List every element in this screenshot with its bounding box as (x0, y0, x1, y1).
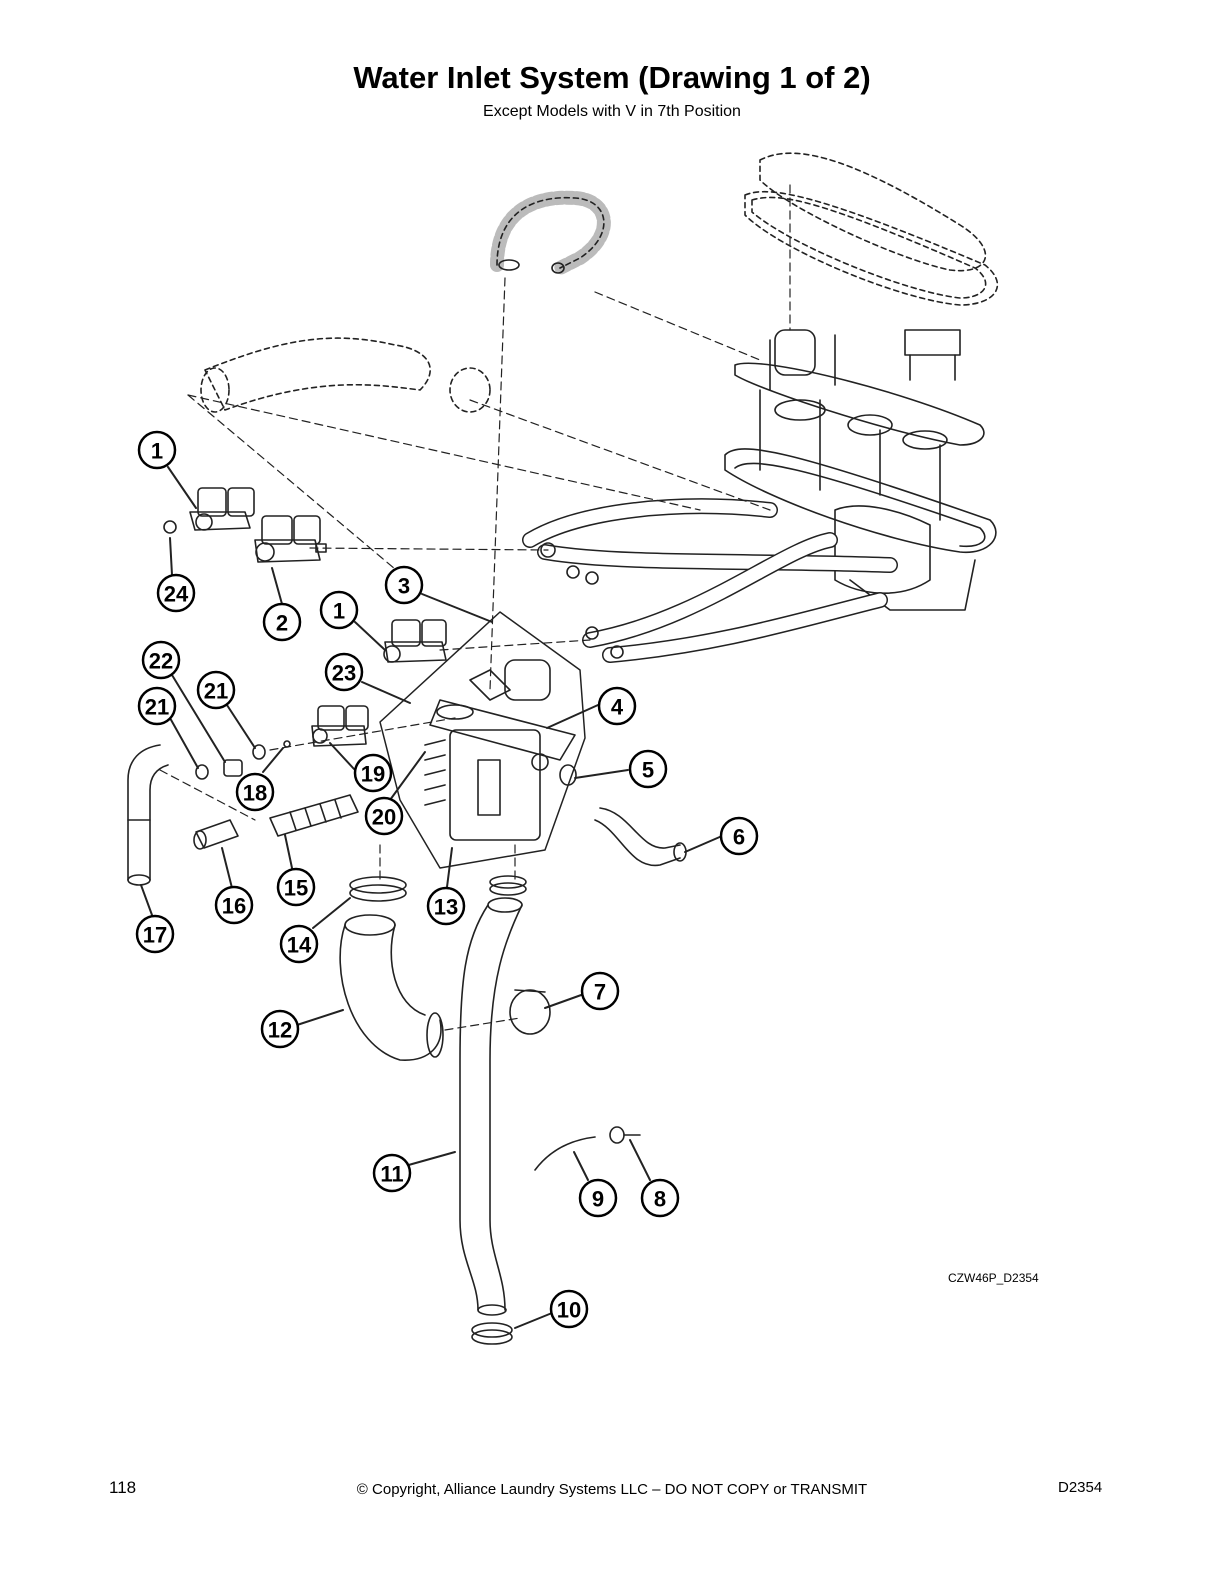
callout-number: 1 (333, 599, 345, 624)
callout-marker: 1 (137, 430, 177, 470)
drawing-code: CZW46P_D2354 (948, 1271, 1039, 1285)
page-subtitle: Except Models with V in 7th Position (483, 103, 741, 120)
callout-marker: 24 (156, 573, 196, 613)
callout-number: 19 (361, 762, 385, 787)
fitting-16-part (193, 819, 239, 850)
callout-marker: 11 (372, 1153, 412, 1193)
callout-marker: 8 (640, 1178, 680, 1218)
callout-marker: 10 (549, 1289, 589, 1329)
callout-marker: 20 (364, 796, 404, 836)
callout-number: 14 (287, 933, 312, 958)
callout-marker: 21 (137, 686, 177, 726)
mixing-box-assembly-part (379, 611, 586, 869)
callout-marker: 16 (214, 885, 254, 925)
callout-marker: 9 (578, 1178, 618, 1218)
dispenser-body-part (724, 329, 997, 611)
callout-marker: 19 (353, 753, 393, 793)
fittings-row-part (195, 740, 291, 780)
callout-number: 1 (151, 439, 163, 464)
page-title: Water Inlet System (Drawing 1 of 2) (353, 60, 871, 95)
tube-9-part (534, 1136, 596, 1171)
callout-marker: 12 (260, 1009, 300, 1049)
callout-marker: 15 (276, 867, 316, 907)
dispenser-hose-bundle-part (522, 498, 898, 663)
callout-marker: 2 (262, 602, 302, 642)
document-code: D2354 (1058, 1479, 1103, 1496)
upper-vent-hose-part (490, 190, 611, 275)
callout-number: 13 (434, 895, 458, 920)
clamp-7-part (509, 989, 551, 1035)
callout-number: 7 (594, 980, 606, 1005)
hose-11-part (459, 897, 523, 1316)
copyright-notice: © Copyright, Alliance Laundry Systems LL… (356, 1481, 868, 1498)
callout-marker: 13 (426, 886, 466, 926)
callout-number: 15 (284, 876, 308, 901)
callout-marker: 21 (196, 670, 236, 710)
callout-number: 3 (398, 574, 410, 599)
clamp-10-part (471, 1322, 513, 1345)
hose-12-part (339, 914, 444, 1061)
callout-marker: 6 (719, 816, 759, 856)
callout-marker: 4 (597, 686, 637, 726)
upper-fill-hose-part (200, 337, 491, 413)
callout-number: 9 (592, 1187, 604, 1212)
callout-marker: 23 (324, 652, 364, 692)
callout-number: 18 (243, 781, 267, 806)
callout-number: 21 (145, 695, 169, 720)
clamp-14-part (349, 876, 407, 902)
callout-number: 20 (372, 805, 396, 830)
callout-number: 16 (222, 894, 246, 919)
inlet-valve-left-part (163, 487, 255, 534)
callout-number: 4 (611, 695, 624, 720)
assembly-guide-lines (159, 184, 791, 1031)
callout-marker: 17 (135, 914, 175, 954)
callout-number: 22 (149, 649, 173, 674)
callout-number: 17 (143, 923, 167, 948)
callout-leaders (140, 466, 723, 1329)
callout-number: 8 (654, 1187, 666, 1212)
callout-number: 11 (380, 1162, 403, 1187)
page-number: 118 (109, 1478, 137, 1497)
callout-marker: 1 (319, 590, 359, 630)
plug-8-part (609, 1126, 641, 1144)
callout-number: 10 (557, 1298, 581, 1323)
callout-number: 2 (276, 611, 288, 636)
callout-number: 23 (332, 661, 356, 686)
inlet-valve-19-part (311, 705, 369, 747)
callout-marker: 3 (384, 565, 424, 605)
inlet-valve-1b-part (383, 619, 447, 663)
callout-markers: 1 24 2 3 1 23 22 21 21 18 19 20 4 5 6 15… (135, 430, 759, 1329)
inlet-elbow-hose-part (127, 744, 169, 886)
callout-number: 6 (733, 825, 745, 850)
hose-15-part (269, 794, 359, 837)
callout-marker: 7 (580, 971, 620, 1011)
callout-marker: 5 (628, 749, 668, 789)
callout-marker: 18 (235, 772, 275, 812)
callout-number: 21 (204, 679, 228, 704)
clamp-13-part (489, 875, 527, 896)
callout-marker: 14 (279, 924, 319, 964)
callout-number: 5 (642, 758, 654, 783)
callout-number: 12 (268, 1018, 292, 1043)
callout-number: 24 (164, 582, 189, 607)
dispenser-lid-part (744, 152, 999, 306)
outlet-elbow-hose-part (559, 764, 687, 867)
callout-marker: 22 (141, 640, 181, 680)
inlet-valve-2-part (254, 515, 327, 563)
